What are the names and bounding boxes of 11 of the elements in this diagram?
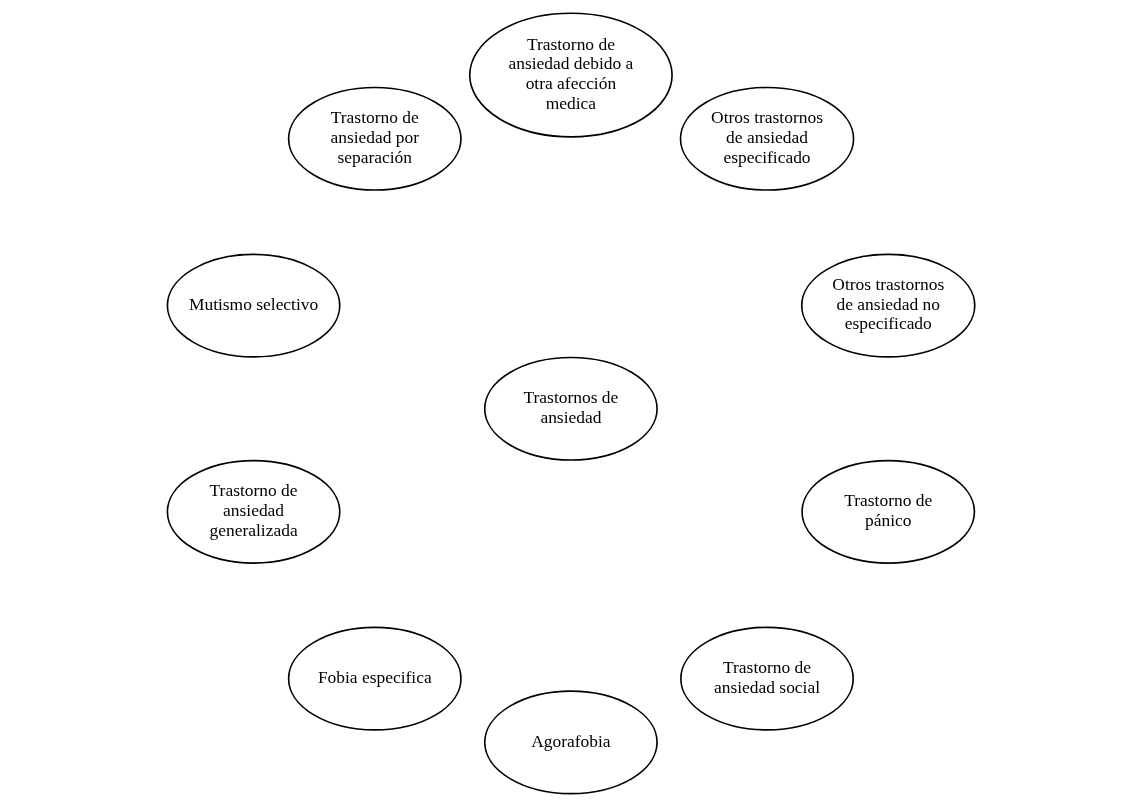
node-ellipse: Trastornos de ansiedad bbox=[483, 356, 658, 461]
node-ellipse: Otros trastornos de ansiedad no especificado bbox=[800, 253, 976, 358]
node-ellipse: Mutismo selectivo bbox=[166, 253, 341, 358]
node-ellipse: Trastorno de ansiedad por separación bbox=[287, 86, 462, 191]
node-ellipse: Trastorno de pánico bbox=[801, 459, 976, 564]
node-ellipse: Trastorno de ansiedad social bbox=[680, 626, 855, 731]
node-ellipse: Fobia especifica bbox=[287, 626, 462, 731]
node-ellipse: Otros trastornos de ansiedad especificado bbox=[679, 86, 855, 191]
node-ellipse: Trastorno de ansiedad debido a otra afección medica bbox=[468, 11, 673, 138]
node-ellipse: Trastorno de ansiedad generalizada bbox=[166, 459, 341, 564]
node-ellipse: Agorafobia bbox=[483, 689, 658, 794]
